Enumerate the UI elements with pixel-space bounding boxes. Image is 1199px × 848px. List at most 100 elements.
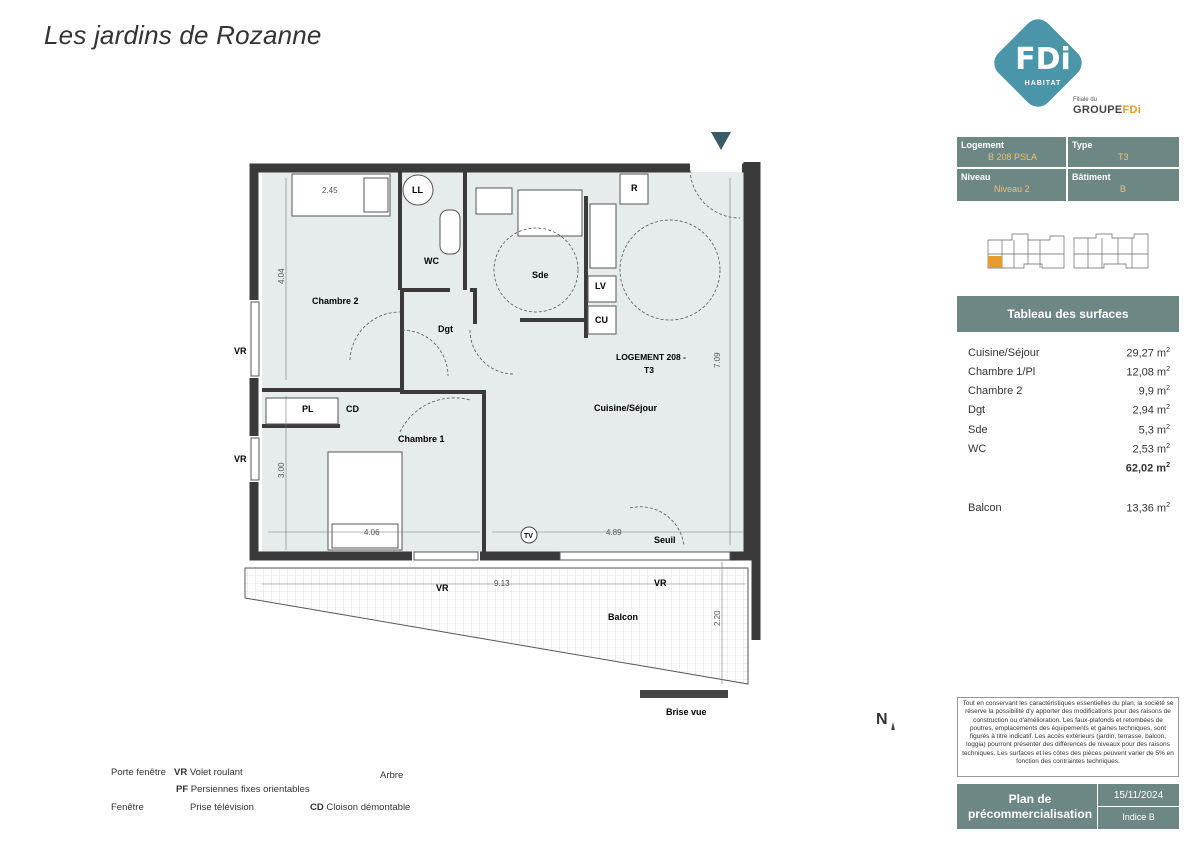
label-cu: CU (595, 315, 608, 325)
compass-n: N (876, 711, 888, 728)
washing-machine-circle (402, 174, 434, 206)
legend-cd-text: Cloison démontable (326, 802, 411, 813)
shower-tray (517, 189, 583, 237)
surface-name: WC (968, 443, 987, 455)
niveau-label: Niveau (961, 172, 991, 182)
batiment-value: B (1120, 184, 1127, 194)
group-caption: Filiale du (1073, 97, 1098, 103)
cu-box (587, 305, 617, 335)
label-vr-2: VR (234, 454, 247, 464)
legend-pf-code: PF (176, 784, 189, 795)
niveau-value: Niveau 2 (994, 184, 1030, 194)
label-tv: TV (524, 533, 533, 540)
key-plan-highlight (988, 256, 1002, 268)
label-vr-1: VR (234, 346, 247, 356)
fdi-logo: FDi HABITAT (988, 13, 1093, 118)
label-seuil: Seuil (654, 535, 676, 545)
label-chambre2: Chambre 2 (312, 296, 359, 306)
surface-unit: 2 (1166, 404, 1170, 411)
surface-total: 62,02 m (1125, 462, 1167, 475)
label-brise-vue: Brise vue (666, 707, 707, 717)
dim-300: 3.00 (277, 462, 286, 478)
north-compass-icon (891, 722, 895, 730)
surface-unit: 2 (1166, 424, 1170, 431)
logement-label: Logement (961, 140, 1005, 150)
placard (265, 397, 339, 425)
label-balcon: Balcon (608, 612, 638, 622)
entrance-arrow-icon (711, 132, 731, 150)
dim-404: 4.04 (277, 268, 286, 284)
group-name: GROUPEFDi (1073, 104, 1141, 116)
surface-value: 2,94 m (1132, 404, 1167, 417)
project-title: Les jardins de Rozanne (44, 20, 322, 50)
plan-date: 15/11/2024 (1113, 790, 1164, 801)
surface-unit: 2 (1166, 462, 1170, 469)
dim-913: 9.13 (494, 579, 510, 588)
legend-arbre: Arbre (380, 770, 404, 781)
logo-text: FDi (1015, 42, 1071, 77)
dim-220: 2.20 (713, 610, 722, 626)
plan-divider-h (1098, 806, 1179, 807)
legend-cd-code: CD (310, 802, 324, 813)
group-name-a: GROUPE (1073, 104, 1123, 116)
interior-walls (262, 172, 588, 552)
dim-489: 4.89 (606, 528, 622, 537)
surface-value: 9,9 m (1138, 385, 1167, 398)
logo-subtext: HABITAT (1024, 80, 1062, 87)
balcon-name: Balcon (968, 502, 1002, 514)
balcon-value: 13,36 m (1126, 502, 1167, 515)
label-cd: CD (346, 404, 359, 414)
surfaces-heading: Tableau des surfaces (957, 296, 1179, 332)
group-name-b: FDi (1122, 104, 1142, 116)
plan-label-1: Plan de (1008, 792, 1052, 806)
key-plan-thumbnail (987, 233, 1149, 269)
surface-name: Chambre 1/Pl (968, 366, 1036, 378)
lv-box (587, 275, 617, 303)
surface-name: Sde (968, 424, 988, 436)
card-type: Type T3 (1068, 137, 1179, 167)
type-label: Type (1072, 140, 1093, 150)
label-chambre1: Chambre 1 (398, 434, 445, 444)
dim-709: 7.09 (713, 352, 722, 368)
windows (250, 301, 731, 561)
logement-value: B 208 PSLA (988, 152, 1038, 162)
legend-tv: Prise télévision (190, 802, 254, 813)
dim-245: 2.45 (322, 186, 338, 195)
label-dgt: Dgt (438, 324, 453, 334)
sink-sde (475, 187, 513, 215)
card-batiment: Bâtiment B (1068, 169, 1179, 201)
r-box (619, 173, 649, 205)
plan-indice: Indice B (1122, 812, 1155, 822)
dimension-lines (262, 178, 745, 684)
label-vr-4: VR (654, 578, 667, 588)
legend-vr: VR Volet roulant (174, 767, 243, 778)
surface-unit: 2 (1166, 385, 1170, 392)
surface-value: 12,08 m (1126, 366, 1167, 379)
surface-name: Chambre 2 (968, 385, 1023, 397)
surface-value: 5,3 m (1138, 424, 1167, 437)
pillow-chambre1 (331, 523, 399, 549)
legend-fenetre: Fenêtre (111, 802, 144, 813)
door-swings (349, 169, 741, 547)
label-logement-2: T3 (644, 365, 654, 375)
toilet (439, 209, 461, 255)
brise-vue (640, 690, 728, 698)
surface-name: Cuisine/Séjour (968, 347, 1040, 359)
surface-unit: 2 (1166, 347, 1170, 354)
kitchen-sink (589, 203, 617, 269)
card-niveau: Niveau Niveau 2 (957, 169, 1066, 201)
balcony-floor (244, 567, 749, 685)
label-pl: PL (302, 404, 314, 414)
plan-label-2: précommercialisation (967, 807, 1093, 821)
surface-value: 29,27 m (1126, 347, 1167, 360)
pillow-chambre2 (363, 177, 389, 213)
label-logement-1: LOGEMENT 208 - (616, 352, 686, 362)
label-sejour: Cuisine/Séjour (594, 403, 658, 413)
card-logement: Logement B 208 PSLA (957, 137, 1066, 167)
label-vr-3: VR (436, 583, 449, 593)
plan-divider (1097, 784, 1098, 829)
legend-pf-text: Persiennes fixes orientables (190, 784, 310, 795)
legend-cd: CD Cloison démontable (310, 802, 410, 813)
